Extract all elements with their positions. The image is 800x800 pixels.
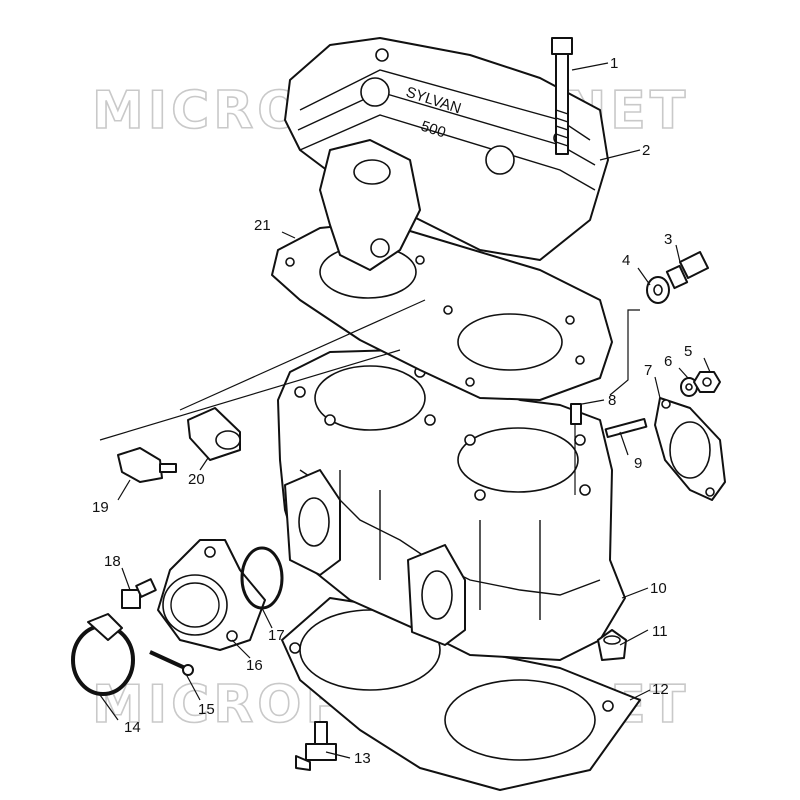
fitting: [295, 721, 337, 771]
bolt-3: [665, 251, 709, 290]
temperature-sensor: [117, 447, 177, 483]
callout-17: 17: [268, 627, 285, 644]
stud: [604, 417, 648, 439]
clamp: [71, 613, 135, 696]
callout-21: 21: [254, 217, 271, 234]
head-gasket: [271, 221, 613, 401]
callout-11: 11: [652, 623, 668, 640]
callout-2: 2: [642, 142, 650, 159]
head-bolt: [551, 37, 573, 155]
callout-8: 8: [608, 392, 616, 409]
callout-19: 19: [92, 499, 109, 516]
head-cover-displacement: 500: [419, 118, 448, 142]
exhaust-gasket: [654, 397, 726, 501]
cylinder-block: [277, 349, 626, 661]
nut-5: [693, 371, 721, 393]
base-gasket: [281, 597, 641, 791]
callout-6: 6: [664, 353, 672, 370]
callout-20: 20: [188, 471, 205, 488]
cylinder-head-cover: SYLVAN 500: [284, 37, 609, 271]
callout-9: 9: [634, 455, 642, 472]
callout-10: 10: [650, 580, 667, 597]
leader-lines: [99, 62, 711, 759]
callout-7: 7: [644, 362, 652, 379]
intake-flange: [157, 539, 266, 651]
callout-5: 5: [684, 343, 692, 360]
callout-18: 18: [104, 553, 121, 570]
dowel-pin: [570, 403, 582, 425]
screw-18: [121, 578, 157, 609]
washer-4: [646, 276, 670, 304]
callout-12: 12: [652, 681, 669, 698]
callout-13: 13: [354, 750, 371, 767]
callout-16: 16: [246, 657, 263, 674]
sleeve: [187, 407, 241, 461]
callout-1: 1: [610, 55, 618, 72]
screw-15: [149, 650, 194, 676]
callout-14: 14: [124, 719, 141, 736]
callout-4: 4: [622, 252, 630, 269]
callout-numbers: 1 2 3 4 5 6 7 8 9 10 11 12 13 14 15 16 1…: [92, 55, 692, 767]
flange-nut: [597, 629, 627, 661]
callout-3: 3: [664, 231, 672, 248]
callout-15: 15: [198, 701, 215, 718]
